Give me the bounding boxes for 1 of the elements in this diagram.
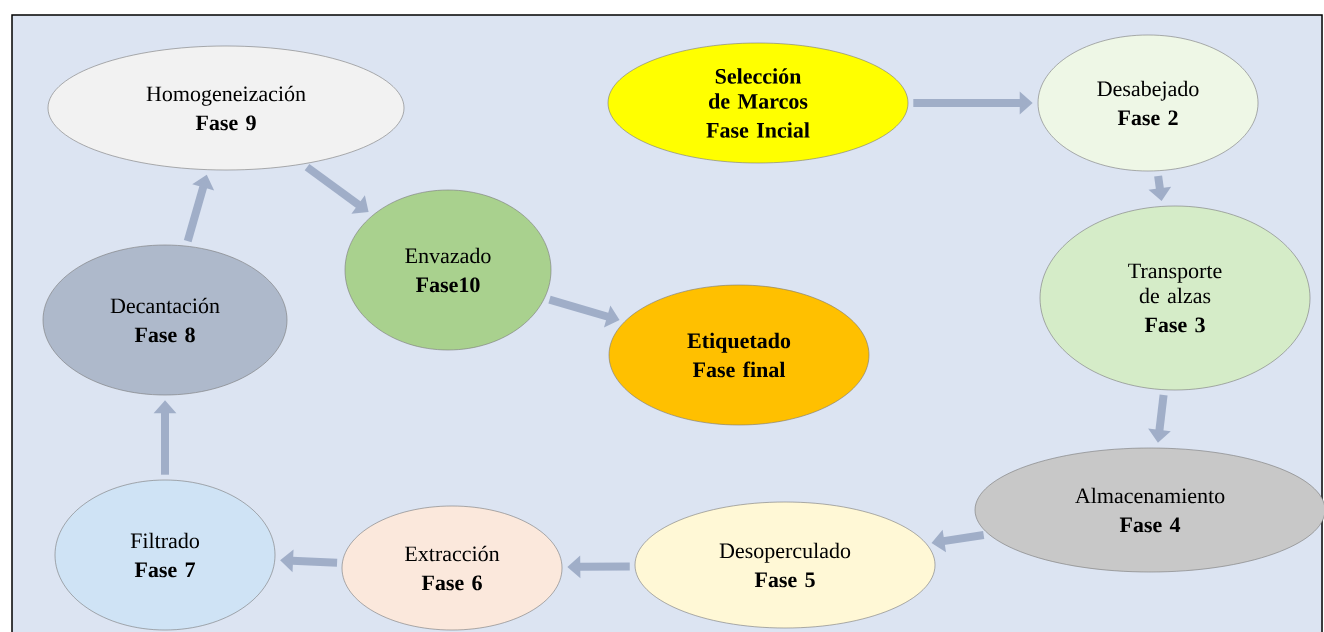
block-arrow <box>304 163 369 214</box>
